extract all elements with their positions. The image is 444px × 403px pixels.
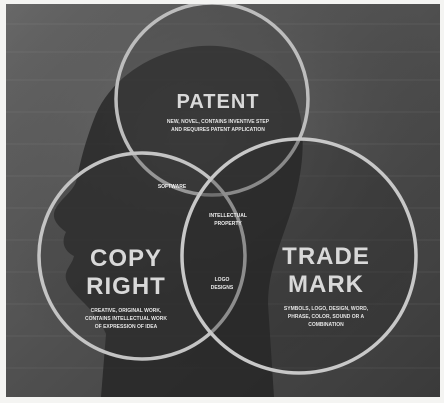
- trademark-desc-line-1: SYMBOLS, LOGO, DESIGN, WORD,: [284, 306, 369, 312]
- head-silhouette: [53, 45, 303, 397]
- venn-canvas: PATENT NEW, NOVEL, CONTAINS INVENTIVE ST…: [6, 4, 440, 397]
- trademark-title-line-1: TRADE: [282, 243, 370, 270]
- ip-venn-diagram: PATENT NEW, NOVEL, CONTAINS INVENTIVE ST…: [6, 4, 440, 397]
- copyright-title-line-1: COPY: [90, 245, 162, 272]
- patent-desc-line-1: NEW, NOVEL, CONTAINS INVENTIVE STEP: [167, 119, 270, 125]
- copyright-desc-line-1: CREATIVE, ORIGINAL WORK,: [91, 308, 162, 314]
- trademark-circle: [180, 137, 418, 375]
- patent-title: PATENT: [176, 91, 259, 113]
- trademark-desc-line-2: PHRASE, COLOR, SOUND OR A: [288, 314, 365, 320]
- overlap-copyright-trademark-line-2: DESIGNS: [211, 285, 234, 291]
- overlap-patent-copyright-label: SOFTWARE: [158, 184, 187, 190]
- patent-desc-line-2: AND REQUIRES PATENT APPLICATION: [171, 127, 265, 133]
- copyright-desc-line-2: CONTAINS INTELLECTUAL WORK: [85, 316, 167, 322]
- overlap-center-line-1: INTELLECTUAL: [209, 213, 247, 219]
- overlap-copyright-trademark-line-1: LOGO: [215, 277, 230, 283]
- overlap-center-line-2: PROPERTY: [214, 221, 242, 227]
- trademark-title-line-2: MARK: [288, 271, 364, 298]
- copyright-title-line-2: RIGHT: [86, 273, 166, 300]
- copyright-desc-line-3: OF EXPRESSION OF IDEA: [95, 324, 158, 330]
- trademark-desc-line-3: COMBINATION: [308, 322, 344, 328]
